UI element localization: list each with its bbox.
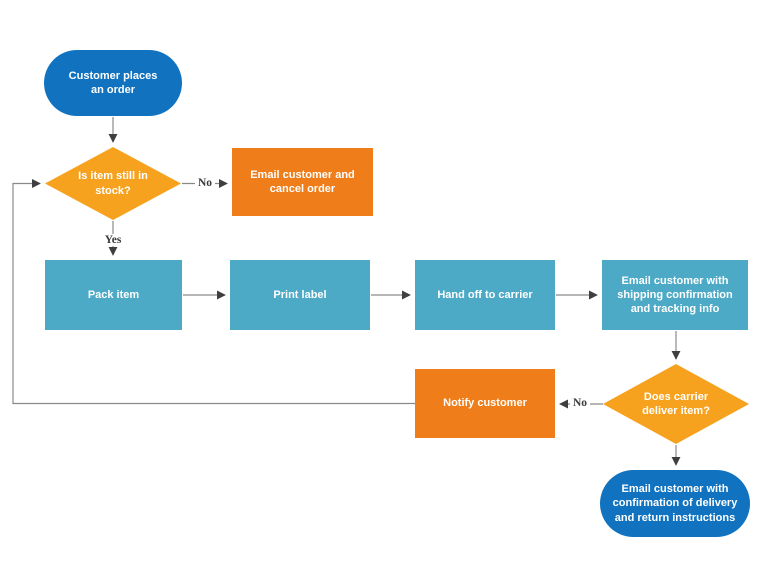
- node-label: Pack item: [87, 288, 140, 301]
- node-label: Is item still in stock?: [78, 170, 148, 197]
- end-node: Email customer with confirmation of deli…: [600, 470, 750, 537]
- notify-customer-node: Notify customer: [415, 369, 555, 438]
- print-label-node: Print label: [230, 260, 370, 330]
- edge-label-stock-yes: Yes: [101, 234, 125, 246]
- edge-label-stock-no: No: [194, 177, 216, 189]
- start-node: Customer places an order: [44, 50, 182, 116]
- cancel-order-node: Email customer and cancel order: [232, 148, 373, 216]
- node-label: Does carrier deliver item?: [642, 390, 710, 417]
- edge-notify-loop-to-stock: [12, 179, 415, 405]
- node-label: Email customer with shipping confirmatio…: [617, 274, 733, 316]
- pack-item-node: Pack item: [45, 260, 182, 330]
- node-label: Hand off to carrier: [437, 288, 533, 301]
- node-label: Email customer with confirmation of deli…: [612, 483, 738, 524]
- node-label: Notify customer: [443, 397, 527, 410]
- shipping-email-node: Email customer with shipping confirmatio…: [602, 260, 748, 330]
- node-label: Customer places an order: [68, 69, 158, 96]
- node-label: Print label: [273, 288, 327, 301]
- handoff-carrier-node: Hand off to carrier: [415, 260, 555, 330]
- edge-label-deliver-no: No: [569, 397, 591, 409]
- node-label: Email customer and cancel order: [250, 168, 355, 195]
